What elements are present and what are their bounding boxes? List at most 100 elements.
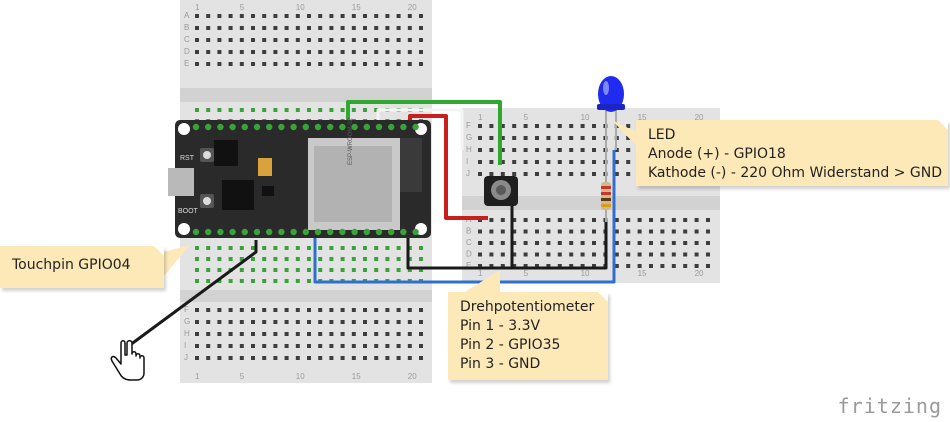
breadboard-hole <box>195 279 199 283</box>
breadboard-hole <box>569 148 574 152</box>
header-pin <box>241 123 248 131</box>
breadboard-hole <box>626 252 631 257</box>
breadboard-hole <box>407 62 412 66</box>
breadboard-hole <box>374 308 379 312</box>
breadboard-hole <box>318 108 323 112</box>
header-pin <box>412 228 419 236</box>
header-pin <box>192 123 200 131</box>
header-pin <box>217 228 224 236</box>
breadboard-hole <box>637 252 642 257</box>
breadboard-hole <box>614 218 619 222</box>
breadboard-hole <box>396 268 401 272</box>
breadboard-hole <box>614 160 619 164</box>
breadboard-hole <box>195 308 199 312</box>
breadboard-hole <box>374 320 379 324</box>
breadboard-hole <box>251 257 255 261</box>
breadboard-hole <box>318 344 323 348</box>
breadboard-hole <box>580 229 585 234</box>
breadboard-hole <box>512 160 517 164</box>
breadboard-hole <box>546 252 551 257</box>
breadboard-hole <box>557 136 562 140</box>
breadboard-hole <box>523 218 528 222</box>
breadboard-hole <box>363 257 367 261</box>
breadboard-hole <box>307 108 311 112</box>
breadboard-hole <box>307 257 311 261</box>
breadboard-hole <box>217 108 222 112</box>
breadboard-hole <box>307 14 311 18</box>
breadboard-hole <box>374 257 379 261</box>
breadboard-hole <box>626 229 631 234</box>
breadboard-hole <box>307 246 311 250</box>
led-note-pointer <box>612 120 640 150</box>
breadboard-hole <box>478 148 482 152</box>
breadboard-hole <box>614 172 619 176</box>
breadboard-hole <box>569 136 574 140</box>
header-pin <box>217 123 224 131</box>
breadboard-hole <box>535 124 539 128</box>
breadboard-hole <box>478 252 482 257</box>
breadboard-hole <box>318 257 323 261</box>
breadboard-hole <box>206 268 211 272</box>
breadboard-hole <box>592 229 596 234</box>
breadboard-hole <box>228 332 233 336</box>
breadboard-hole <box>385 332 390 336</box>
breadboard-hole <box>419 246 423 250</box>
breadboard-hole <box>580 241 585 245</box>
breadboard-hole <box>239 257 244 261</box>
breadboard-hole <box>407 26 412 30</box>
breadboard-hole <box>295 268 300 272</box>
breadboard-hole <box>407 268 412 272</box>
breadboard-hole <box>500 172 505 176</box>
breadboard-hole <box>683 218 688 222</box>
breadboard-hole <box>195 344 199 348</box>
breadboard-hole <box>262 38 267 42</box>
breadboard-hole <box>580 172 585 176</box>
breadboard-hole <box>239 62 244 66</box>
breadboard-hole <box>374 26 379 30</box>
breadboard-hole <box>217 50 222 54</box>
rst-label: RST <box>180 155 195 162</box>
breadboard-hole <box>419 14 423 18</box>
breadboard-label: 5 <box>240 372 245 381</box>
breadboard-hole <box>363 14 367 18</box>
breadboard-hole <box>239 320 244 324</box>
header-pin <box>314 123 322 131</box>
breadboard-hole <box>407 344 412 348</box>
breadboard-hole <box>195 320 199 324</box>
breadboard-hole <box>592 264 596 268</box>
breadboard-hole <box>284 332 289 336</box>
breadboard-hole <box>329 26 334 30</box>
breadboard-hole <box>228 356 233 360</box>
breadboard-hole <box>295 332 300 336</box>
led-note-line: LED <box>648 127 676 143</box>
breadboard-hole <box>419 332 423 336</box>
breadboard-hole <box>284 108 289 112</box>
breadboard-hole <box>340 14 345 18</box>
breadboard-hole <box>262 308 267 312</box>
breadboard-hole <box>363 62 367 66</box>
breadboard-hole <box>217 268 222 272</box>
breadboard-hole <box>318 332 323 336</box>
breadboard-hole <box>262 257 267 261</box>
breadboard-hole <box>262 26 267 30</box>
breadboard-hole <box>295 246 300 250</box>
breadboard-hole <box>396 344 401 348</box>
breadboard-hole <box>580 218 585 222</box>
poti-note-line: Drehpotentiometer <box>460 299 595 315</box>
breadboard-hole <box>318 356 323 360</box>
header-pin <box>327 228 334 236</box>
breadboard-label: H <box>466 145 472 154</box>
wire-black <box>406 222 608 270</box>
breadboard-hole <box>569 172 574 176</box>
breadboard-hole <box>626 160 631 164</box>
breadboard-hole <box>251 26 255 30</box>
breadboard-hole <box>239 14 244 18</box>
breadboard-hole <box>660 218 665 222</box>
breadboard-hole <box>307 332 311 336</box>
breadboard-hole <box>683 241 688 245</box>
breadboard-hole <box>329 38 334 42</box>
breadboard-hole <box>351 332 356 336</box>
header-pin <box>388 123 395 131</box>
breadboard-hole <box>580 124 585 128</box>
breadboard-hole <box>592 218 596 222</box>
